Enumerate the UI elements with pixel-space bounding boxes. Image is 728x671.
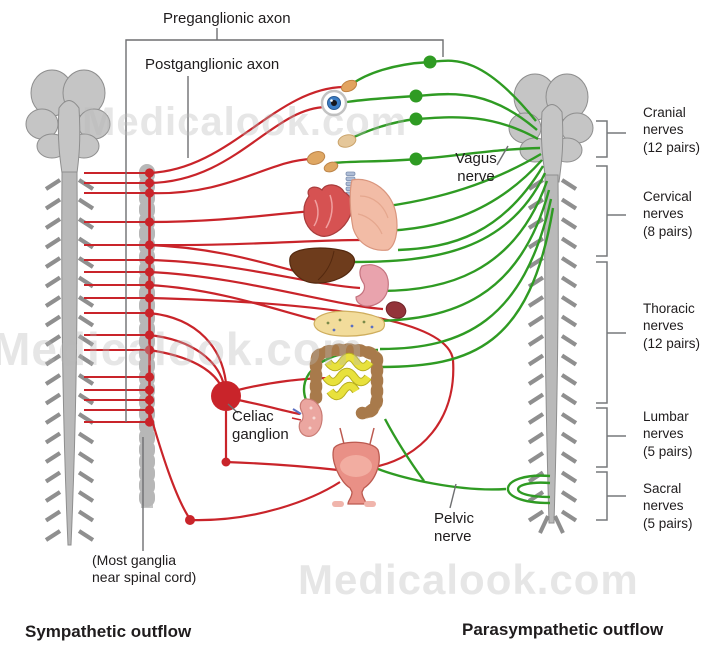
spinal-nerve-roots-right [527,178,578,523]
cervical-bracket [596,165,626,257]
lumbar-bracket [596,407,626,468]
spinal-cord-right [544,174,559,524]
parotid-gland [337,134,357,148]
lumbar-nerves-label: Lumbar nerves (5 pairs) [643,409,693,459]
pelvic-pointer-line [449,483,457,509]
thoracic-bracket [596,261,626,404]
spinal-nerve-roots-left [44,178,95,542]
cauda-equina-right [538,515,565,534]
vagus-pointer-line [496,145,509,166]
sacral-nerves-label: Sacral nerves (5 pairs) [643,481,693,531]
intestines [309,343,384,420]
postganglionic-axon-label: Postganglionic axon [145,56,280,73]
sympathetic-nerves [84,85,455,522]
lacrimal-gland [340,79,358,93]
liver [289,247,356,284]
vagus-nerve-label: Vagus nerve [455,150,497,185]
pelvic-nerve-label: Pelvic nerve [434,510,475,545]
preganglionic-bracket [125,39,444,422]
salivary-glands [306,151,339,173]
celiac-ganglion-node [211,381,241,411]
eye [320,89,348,117]
cranial-nerves-label: Cranial nerves (12 pairs) [643,105,701,155]
spleen [385,301,407,319]
annotation-lines [125,28,509,551]
heart [303,184,353,237]
stomach [355,264,389,307]
pancreas [313,310,386,337]
cranial-bracket [596,120,626,158]
spinal-cord-left [61,171,78,546]
parasympathetic-outflow-title: Parasympathetic outflow [462,620,664,639]
celiac-pointer-line [227,403,239,414]
preganglionic-axon-label: Preganglionic axon [163,10,291,27]
celiac-ganglion-label: Celiac ganglion [232,408,289,443]
nerve-group-brackets [596,120,626,521]
sympathetic-chain-ganglia [144,168,155,427]
bladder [332,427,380,507]
parasympathetic-ganglia [409,55,437,166]
pelvic-ganglion-node [185,515,195,525]
sympathetic-outflow-title: Sympathetic outflow [25,622,192,641]
sacral-bracket [596,471,626,521]
parasympathetic-nerves [302,59,555,505]
mesenteric-ganglion-node [221,457,231,467]
brain-left [25,69,111,181]
brain-right [508,73,594,183]
cervical-nerves-label: Cervical nerves (8 pairs) [643,189,693,239]
most-ganglia-note: (Most ganglia near spinal cord) [92,552,197,586]
thoracic-nerves-label: Thoracic nerves (12 pairs) [643,301,701,351]
lung [349,178,398,251]
kidney [291,398,323,437]
